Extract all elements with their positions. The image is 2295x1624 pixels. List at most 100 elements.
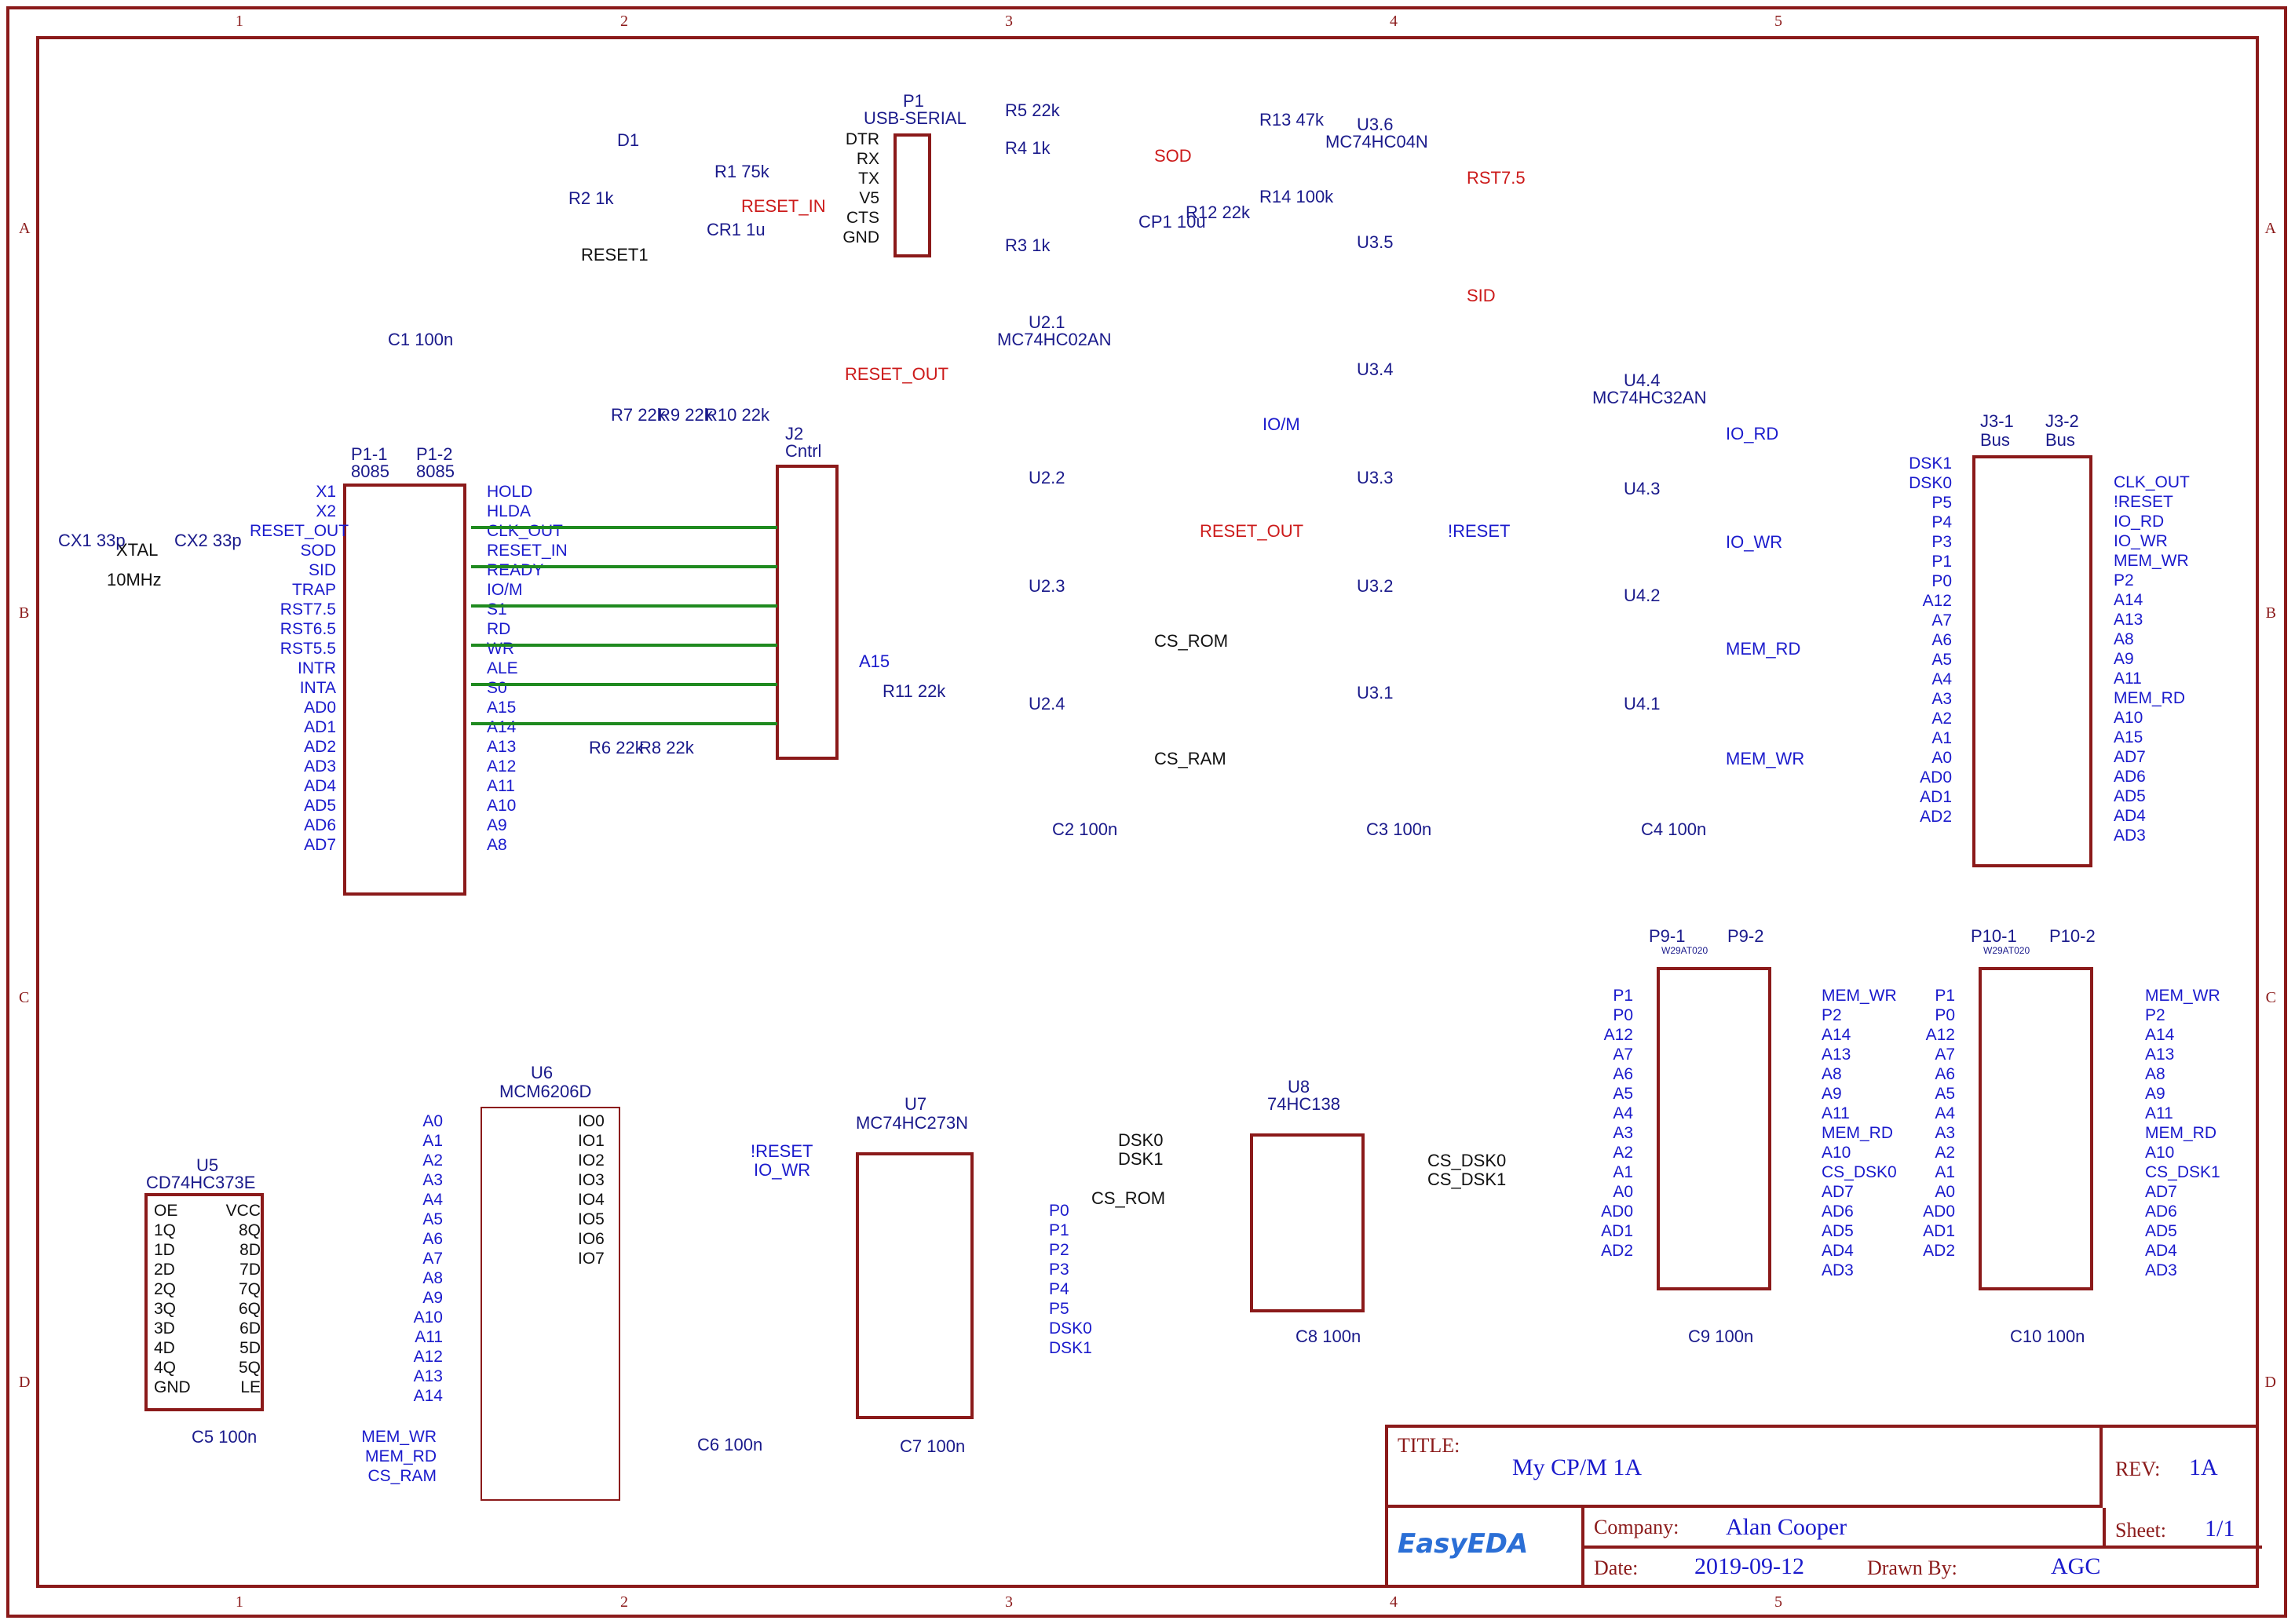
net-label: IO_RD: [2114, 513, 2165, 531]
net-label: A12: [487, 757, 517, 776]
nor-net-reset-out: RESET_OUT: [845, 364, 949, 384]
serial-resistor-r3: R3 1k: [1005, 235, 1051, 255]
net-label: AD3: [304, 757, 336, 776]
net-label: MEM_RD: [2114, 689, 2186, 707]
net-label: AD2: [304, 738, 336, 756]
net-label: CS_DSK0: [1822, 1163, 1897, 1181]
pin-label: GND: [154, 1378, 191, 1396]
net-label: A2: [422, 1151, 443, 1170]
decoder-net-cs-dsk0: CS_DSK0: [1427, 1151, 1507, 1170]
pin-label: GND: [842, 228, 879, 246]
nor-gates-part: MC74HC02AN: [997, 330, 1112, 349]
net-label: AD3: [2114, 827, 2146, 845]
net-label: A1: [1935, 1163, 1955, 1181]
net-label: AD4: [2145, 1242, 2177, 1260]
sheet-label: Sheet:: [2115, 1519, 2166, 1542]
serial-resistor-r12: R12 22k: [1186, 203, 1250, 222]
net-label: AD4: [1822, 1242, 1854, 1260]
net-label: AD0: [1923, 1202, 1955, 1221]
net-label: A9: [1822, 1085, 1842, 1103]
crystal-value: 10MHz: [107, 570, 162, 589]
net-label: MEM_WR: [1822, 987, 1897, 1005]
company-cell: [1584, 1508, 2262, 1549]
net-label: A5: [422, 1210, 443, 1228]
pullup-r7: R7 22k: [611, 405, 666, 425]
or-cap-c4: C4 100n: [1641, 819, 1707, 839]
zone-row-c: C: [19, 989, 30, 1006]
decoder-value: 74HC138: [1267, 1094, 1340, 1114]
net-label: RD: [487, 620, 511, 638]
latch-u5-body: [144, 1193, 264, 1411]
port-latch-net-reset: !RESET: [751, 1141, 813, 1161]
net-label: A12: [1603, 1026, 1633, 1044]
decoder-ref: U8: [1288, 1077, 1310, 1097]
net-label: A14: [413, 1387, 443, 1405]
pullup-r6: R6 22k: [589, 738, 644, 757]
ram-value: MCM6206D: [499, 1082, 592, 1101]
pin-label: IO2: [578, 1151, 605, 1170]
inverter-u32: U3.2: [1357, 576, 1394, 596]
inner-frame: [36, 36, 2259, 1588]
header-p10-ref-b: P10-2: [2049, 926, 2096, 946]
pullup-r10: R10 22k: [705, 405, 769, 425]
net-label: A11: [2114, 670, 2142, 688]
net-label: P2: [2114, 571, 2134, 589]
net-label: A6: [1931, 631, 1952, 649]
pin-label: 1D: [154, 1241, 175, 1259]
net-label: A3: [1613, 1124, 1633, 1142]
net-label: A13: [1822, 1046, 1851, 1064]
net-label: RESET_IN: [487, 542, 568, 560]
latch-value: CD74HC373E: [146, 1173, 256, 1192]
pin-label: LE: [240, 1378, 261, 1396]
net-label: A11: [1822, 1104, 1850, 1122]
net-label: A5: [1931, 651, 1952, 669]
net-label: A1: [1613, 1163, 1633, 1181]
rev-label: REV:: [2115, 1458, 2161, 1480]
net-label: P4: [1931, 513, 1952, 531]
net-label: A11: [415, 1328, 443, 1346]
inverter-net-io-m: IO/M: [1263, 414, 1300, 434]
net-label: A9: [487, 816, 507, 834]
net-label: SID: [308, 561, 336, 579]
net-label: P0: [1613, 1006, 1633, 1024]
net-label: A4: [422, 1191, 443, 1209]
net-label: A8: [1822, 1065, 1842, 1083]
net-label: A5: [1935, 1085, 1955, 1103]
pin-label: RX: [856, 150, 879, 168]
zone-col-1-bottom: 1: [236, 1593, 243, 1611]
net-label: AD2: [1923, 1242, 1955, 1260]
pin-label: 8Q: [238, 1221, 261, 1239]
net-label: MEM_RD: [2145, 1124, 2217, 1142]
pin-label: VCC: [225, 1202, 261, 1220]
decoder-net-dsk0: DSK0: [1118, 1130, 1164, 1150]
net-label: A6: [422, 1230, 443, 1248]
header-p10-value: W29AT020: [1983, 945, 2030, 956]
header-p9-ref-b: P9-2: [1727, 926, 1764, 946]
net-label: AD1: [1920, 788, 1952, 806]
inverter-u34: U3.4: [1357, 359, 1394, 379]
company-label: Company:: [1594, 1516, 1679, 1538]
or-gate-u43: U4.3: [1624, 479, 1661, 498]
decoder-u8-body: [1250, 1133, 1365, 1312]
header-p9-value: W29AT020: [1661, 945, 1708, 956]
drawn-by-label: Drawn By:: [1867, 1556, 1957, 1579]
net-label: AD7: [2145, 1183, 2177, 1201]
serial-net-sod: SOD: [1154, 146, 1192, 166]
net-label: A11: [2145, 1104, 2173, 1122]
bus-wire: [471, 565, 777, 568]
pin-label: 2Q: [154, 1280, 177, 1298]
net-label: INTR: [298, 659, 336, 677]
net-label: IO/M: [487, 581, 523, 599]
net-label: A12: [413, 1348, 443, 1366]
connector-j3-value-a: Bus: [1980, 430, 2010, 450]
zone-col-5-bottom: 5: [1774, 1593, 1782, 1611]
net-label: A9: [422, 1289, 443, 1307]
net-label: A14: [2114, 591, 2143, 609]
nor-net-cs-ram: CS_RAM: [1154, 749, 1226, 768]
net-label: A0: [1931, 749, 1952, 767]
zone-col-5: 5: [1774, 13, 1782, 30]
